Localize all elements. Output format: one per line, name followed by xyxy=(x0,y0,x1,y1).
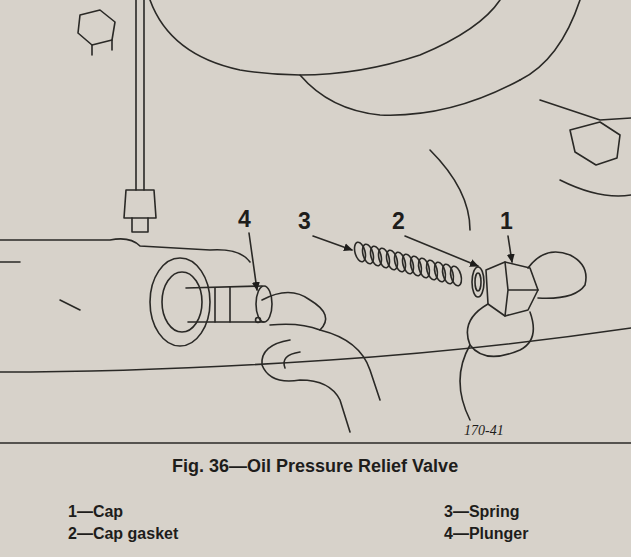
callout-number: 4 xyxy=(238,206,251,233)
callout-number: 3 xyxy=(298,208,311,235)
part-key: 3—Spring xyxy=(444,503,520,521)
callout-number: 2 xyxy=(392,208,405,235)
callout-number: 1 xyxy=(500,208,513,235)
part-key: 4—Plunger xyxy=(444,525,528,543)
figure-caption: Fig. 36—Oil Pressure Relief Valve xyxy=(172,456,458,477)
figure-number: 170-41 xyxy=(464,423,504,439)
part-key: 2—Cap gasket xyxy=(68,525,178,543)
part-key: 1—Cap xyxy=(68,503,123,521)
